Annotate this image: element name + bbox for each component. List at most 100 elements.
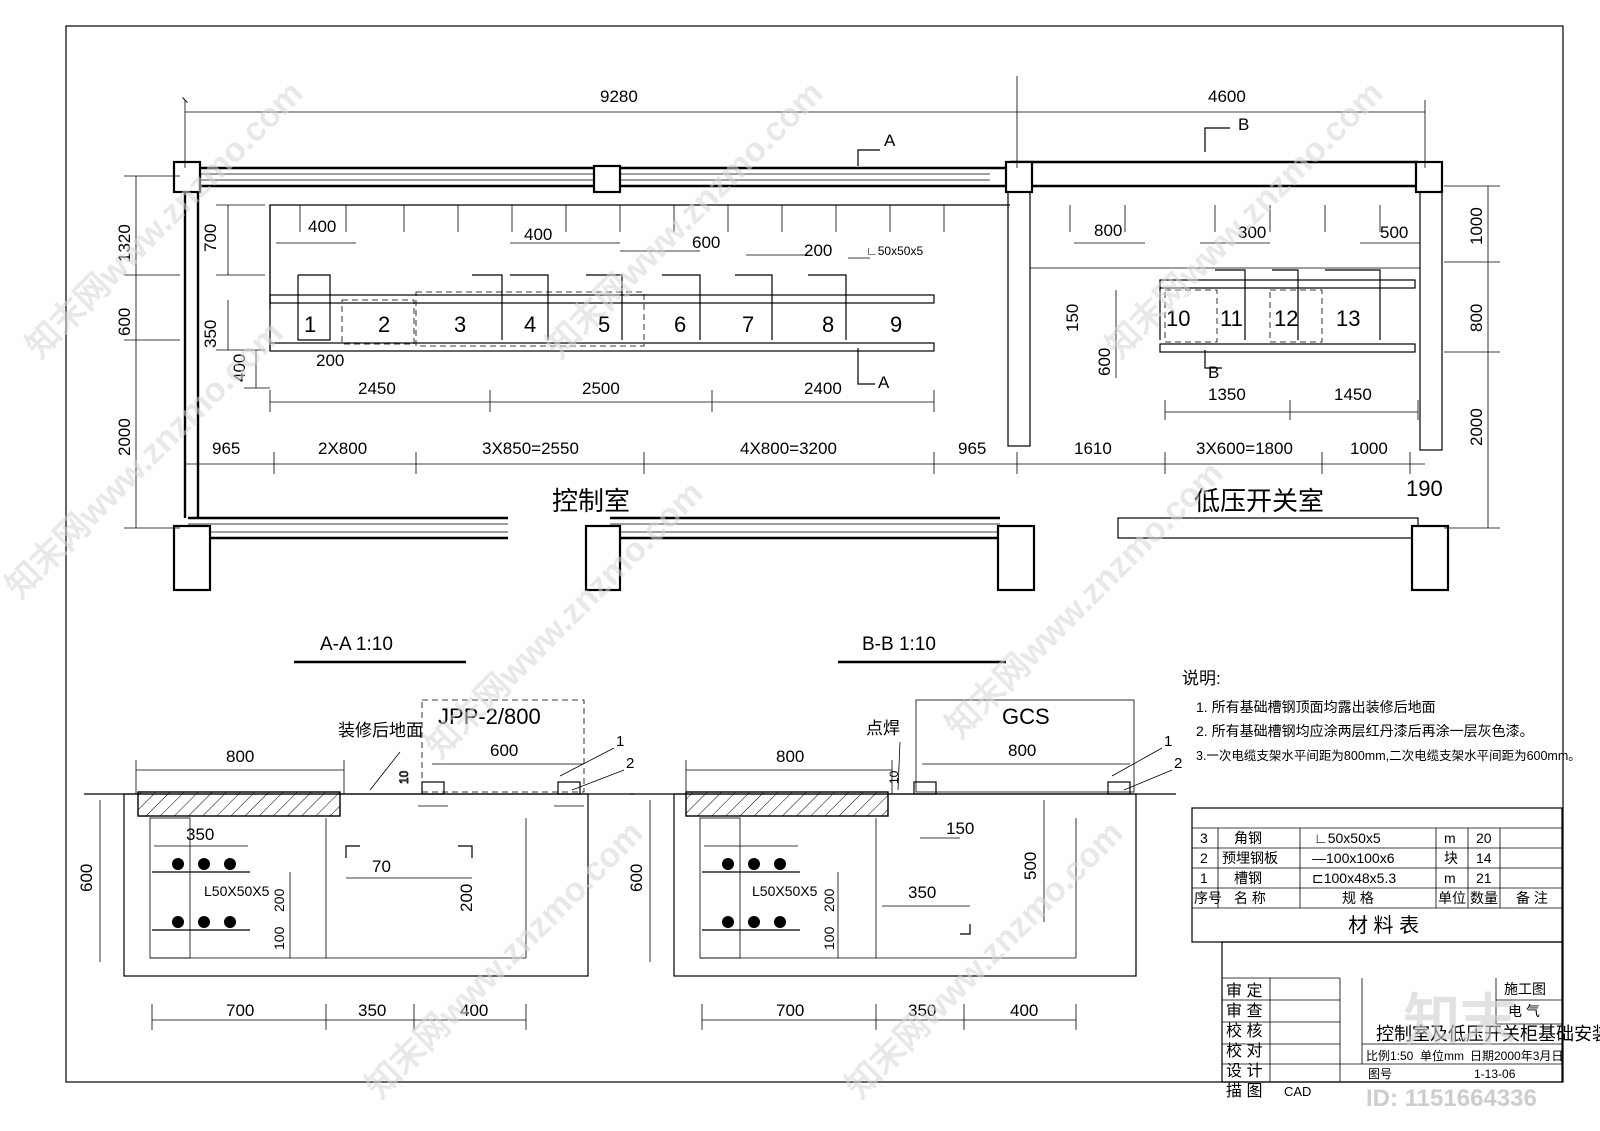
watermark-6: 知末网www.znzmo.com bbox=[939, 454, 1231, 746]
mat-row2-unit: 块 bbox=[1444, 850, 1458, 866]
cabinet-13: 13 bbox=[1336, 306, 1360, 331]
dim-800-right: 800 bbox=[1467, 304, 1486, 332]
title-block: 审 定 审 查 校 核 校 对 设 计 描 图 CAD 施工图 电 气 控制室及… bbox=[1221, 941, 1600, 1100]
plan-view: 9280 4600 A B A B 1320 700 600 350 400 2… bbox=[115, 76, 1500, 592]
dim-4x800: 4X800=3200 bbox=[740, 439, 837, 458]
dim-1320: 1320 bbox=[115, 224, 134, 262]
bb-dim-100: 100 bbox=[821, 926, 837, 950]
bb-dim-150: 150 bbox=[946, 819, 974, 838]
bb-dim-10: 10 bbox=[887, 770, 901, 784]
dim-9280: 9280 bbox=[600, 87, 638, 106]
section-bb: B-B 1:10 bbox=[627, 634, 1182, 1030]
weld-label: 点焊 bbox=[866, 719, 900, 738]
mat-header-remark: 备 注 bbox=[1516, 890, 1548, 906]
dim-700: 700 bbox=[201, 224, 220, 252]
aa-dim-600: 600 bbox=[77, 864, 96, 892]
dim-965-left: 965 bbox=[212, 439, 240, 458]
dim-2000-right: 2000 bbox=[1467, 408, 1486, 446]
aa-dim-350-b: 350 bbox=[358, 1001, 386, 1020]
watermark-8: 知末网www.znzmo.com bbox=[839, 814, 1131, 1106]
dim-150-right: 150 bbox=[1063, 304, 1082, 332]
mat-row3-spec: ∟50x50x5 bbox=[1314, 830, 1381, 846]
stage-label: 施工图 bbox=[1504, 981, 1546, 997]
dim-2500: 2500 bbox=[582, 379, 620, 398]
cabinet-11: 11 bbox=[1220, 306, 1243, 331]
watermark-id: ID: 1151664336 bbox=[1366, 1085, 1537, 1112]
bb-angle: L50X50X5 bbox=[752, 883, 818, 899]
dim-2x800: 2X800 bbox=[318, 439, 367, 458]
cabinet-12: 12 bbox=[1274, 306, 1298, 331]
aa-dim-100: 100 bbox=[271, 926, 287, 950]
unit-label: 单位mm bbox=[1420, 1048, 1464, 1063]
dim-300-inner: 300 bbox=[1238, 223, 1266, 242]
bb-dim-350-b: 350 bbox=[908, 1001, 936, 1020]
dim-400-a: 400 bbox=[308, 217, 336, 236]
dim-500-inner: 500 bbox=[1380, 223, 1408, 242]
cabinet-7: 7 bbox=[742, 312, 754, 337]
cabinet-10: 10 bbox=[1166, 306, 1190, 331]
dim-200-lower: 200 bbox=[316, 351, 344, 370]
aa-angle: L50X50X5 bbox=[204, 883, 270, 899]
note-2: 2. 所有基础槽钢均应涂两层红丹漆后再涂一层灰色漆。 bbox=[1196, 723, 1534, 739]
aa-callout-1: 1 bbox=[616, 733, 624, 750]
scale-label: 比例1:50 bbox=[1366, 1049, 1414, 1063]
mat-header-spec: 规 格 bbox=[1342, 890, 1374, 906]
dim-800-inner: 800 bbox=[1094, 221, 1122, 240]
cabinet-5: 5 bbox=[598, 312, 610, 337]
mat-row3-name: 角钢 bbox=[1234, 830, 1262, 846]
mat-row1-spec: ⊏100x48x5.3 bbox=[1312, 870, 1396, 886]
mat-header-unit: 单位 bbox=[1438, 890, 1466, 906]
drawing-frame bbox=[65, 25, 1564, 1083]
dim-2400: 2400 bbox=[804, 379, 842, 398]
section-mark-b-top: B bbox=[1238, 115, 1249, 134]
cabinet-9: 9 bbox=[890, 312, 902, 337]
mat-title: 材 料 表 bbox=[1348, 914, 1419, 937]
notes-title: 说明: bbox=[1182, 669, 1221, 688]
dim-1000-right: 1000 bbox=[1467, 207, 1486, 245]
bb-dim-800-b: 800 bbox=[1008, 741, 1036, 760]
mat-row1-name: 槽钢 bbox=[1234, 870, 1262, 886]
dim-350-left: 350 bbox=[201, 320, 220, 348]
dim-3x600: 3X600=1800 bbox=[1196, 439, 1293, 458]
dim-190: 190 bbox=[1406, 476, 1443, 501]
mat-row2-qty: 14 bbox=[1476, 850, 1492, 866]
role-design: 设 计 bbox=[1226, 1062, 1262, 1080]
mat-header-qty: 数量 bbox=[1470, 890, 1498, 906]
bb-dim-350-a: 350 bbox=[908, 883, 936, 902]
cabinet-2: 2 bbox=[378, 312, 390, 337]
angle-steel-label: ∟50x50x5 bbox=[866, 244, 923, 258]
cabinet-4: 4 bbox=[524, 312, 536, 337]
mat-row2-name: 预埋钢板 bbox=[1222, 850, 1278, 866]
mat-header-no: 序号 bbox=[1194, 890, 1222, 906]
dim-600-right: 600 bbox=[1095, 348, 1114, 376]
note-1: 1. 所有基础槽钢顶面均露出装修后地面 bbox=[1196, 699, 1436, 715]
bb-dim-200: 200 bbox=[821, 888, 837, 912]
aa-dim-200: 200 bbox=[271, 888, 287, 912]
aa-dim-700: 700 bbox=[226, 1001, 254, 1020]
drawing-title: 控制室及低压开关柜基础安装 bbox=[1376, 1024, 1600, 1044]
role-approve: 审 定 bbox=[1226, 982, 1262, 1000]
dim-1350: 1350 bbox=[1208, 385, 1246, 404]
role-draw: 描 图 bbox=[1226, 1082, 1262, 1100]
cabinet-gcs: GCS bbox=[1002, 704, 1050, 729]
role-review: 审 查 bbox=[1226, 1002, 1262, 1020]
aa-dim-10: 10 bbox=[397, 770, 411, 784]
role-check: 校 核 bbox=[1226, 1022, 1262, 1040]
bb-dim-500: 500 bbox=[1021, 852, 1040, 880]
dim-400-b: 400 bbox=[524, 225, 552, 244]
dim-1000-bottom: 1000 bbox=[1350, 439, 1388, 458]
section-mark-b-bottom: B bbox=[1208, 363, 1219, 382]
bb-dim-700: 700 bbox=[776, 1001, 804, 1020]
watermark-7: 知末网www.znzmo.com bbox=[359, 814, 651, 1106]
dim-200-inner: 200 bbox=[804, 241, 832, 260]
cabinet-1: 1 bbox=[304, 312, 316, 337]
bb-callout-1: 1 bbox=[1164, 733, 1172, 750]
section-aa: A-A 1:10 bbox=[77, 634, 634, 1030]
mat-row2-spec: —100x100x6 bbox=[1312, 850, 1395, 866]
discipline-label: 电 气 bbox=[1508, 1003, 1540, 1019]
mat-row2-no: 2 bbox=[1200, 850, 1208, 866]
bb-dim-400: 400 bbox=[1010, 1001, 1038, 1020]
section-bb-title: B-B 1:10 bbox=[862, 634, 936, 655]
cabinet-6: 6 bbox=[674, 312, 686, 337]
